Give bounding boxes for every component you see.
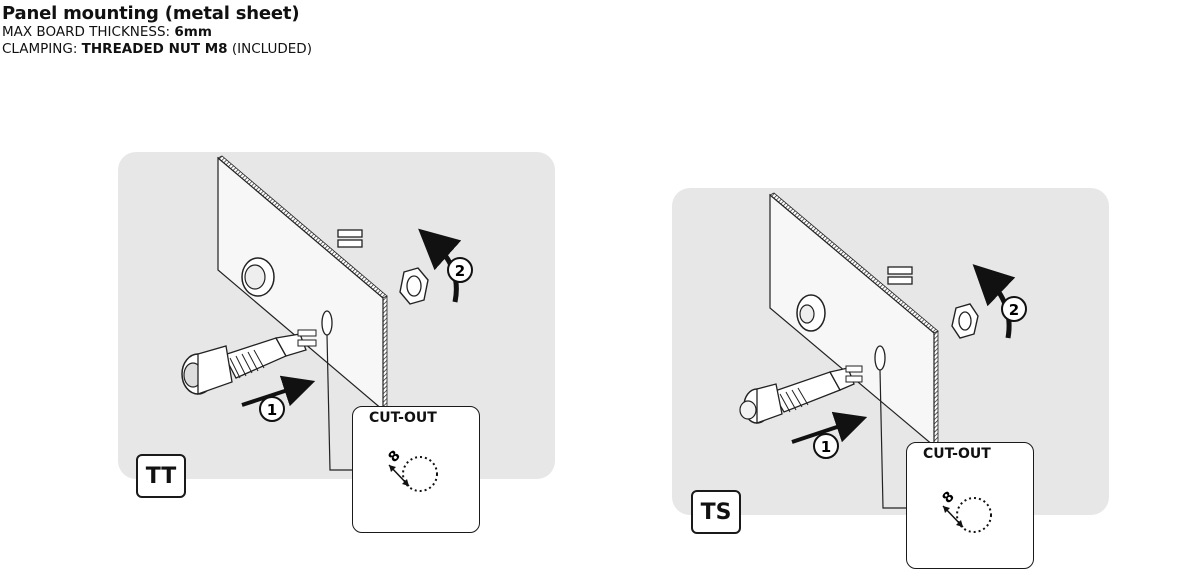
left-cutout-title: CUT-OUT [369,410,437,426]
right-cutout-drawing: 8 [940,489,992,533]
clamping-label: CLAMPING: [2,41,82,57]
right-insert-arrow [791,411,868,444]
right-leader-line [879,369,908,509]
left-step1-label: 1 [267,401,277,419]
clamping-note: (INCLUDED) [227,41,312,57]
right-cutout-title: CUT-OUT [923,446,991,462]
left-rear-terminals [337,229,363,248]
right-cutout-diameter: 8 [940,489,958,507]
right-step1-circle [813,433,839,459]
right-lamp [739,365,863,424]
right-mounted-lamp [796,294,826,332]
clamping-spec: CLAMPING: THREADED NUT M8 (INCLUDED) [2,41,312,58]
clamping-value: THREADED NUT M8 [81,41,228,57]
thickness-label: MAX BOARD THICKNESS: [2,24,175,40]
left-cutout-box: CUT-OUT 8 [352,406,480,533]
right-step1-label: 1 [821,438,831,456]
thickness-value: 6mm [174,24,212,40]
left-insert-arrow [241,375,316,407]
right-panel-hole [874,345,886,371]
left-lamp [181,329,317,395]
left-assembly: 1 2 [181,155,473,471]
right-assembly: 1 2 [739,192,1027,509]
left-leader-line [326,334,356,471]
right-step2-label: 2 [1009,301,1019,319]
right-cutout-box: CUT-OUT 8 [906,442,1034,569]
left-variant-label: TT [136,454,186,498]
page-title: Panel mounting (metal sheet) [2,3,300,24]
right-nut [951,303,979,339]
left-nut [399,267,429,305]
left-step2-circle [447,257,473,283]
left-step2-label: 2 [455,262,465,280]
left-mounted-lamp [241,257,275,297]
thickness-spec: MAX BOARD THICKNESS: 6mm [2,24,312,41]
header: Panel mounting (metal sheet) MAX BOARD T… [2,4,312,58]
right-step2-circle [1001,296,1027,322]
right-rear-terminals [887,266,913,285]
left-step1-circle [259,396,285,422]
left-cutout-drawing: 8 [386,448,438,492]
right-variant-label: TS [691,490,741,534]
left-cutout-diameter: 8 [386,448,404,466]
left-panel-hole [321,310,333,336]
